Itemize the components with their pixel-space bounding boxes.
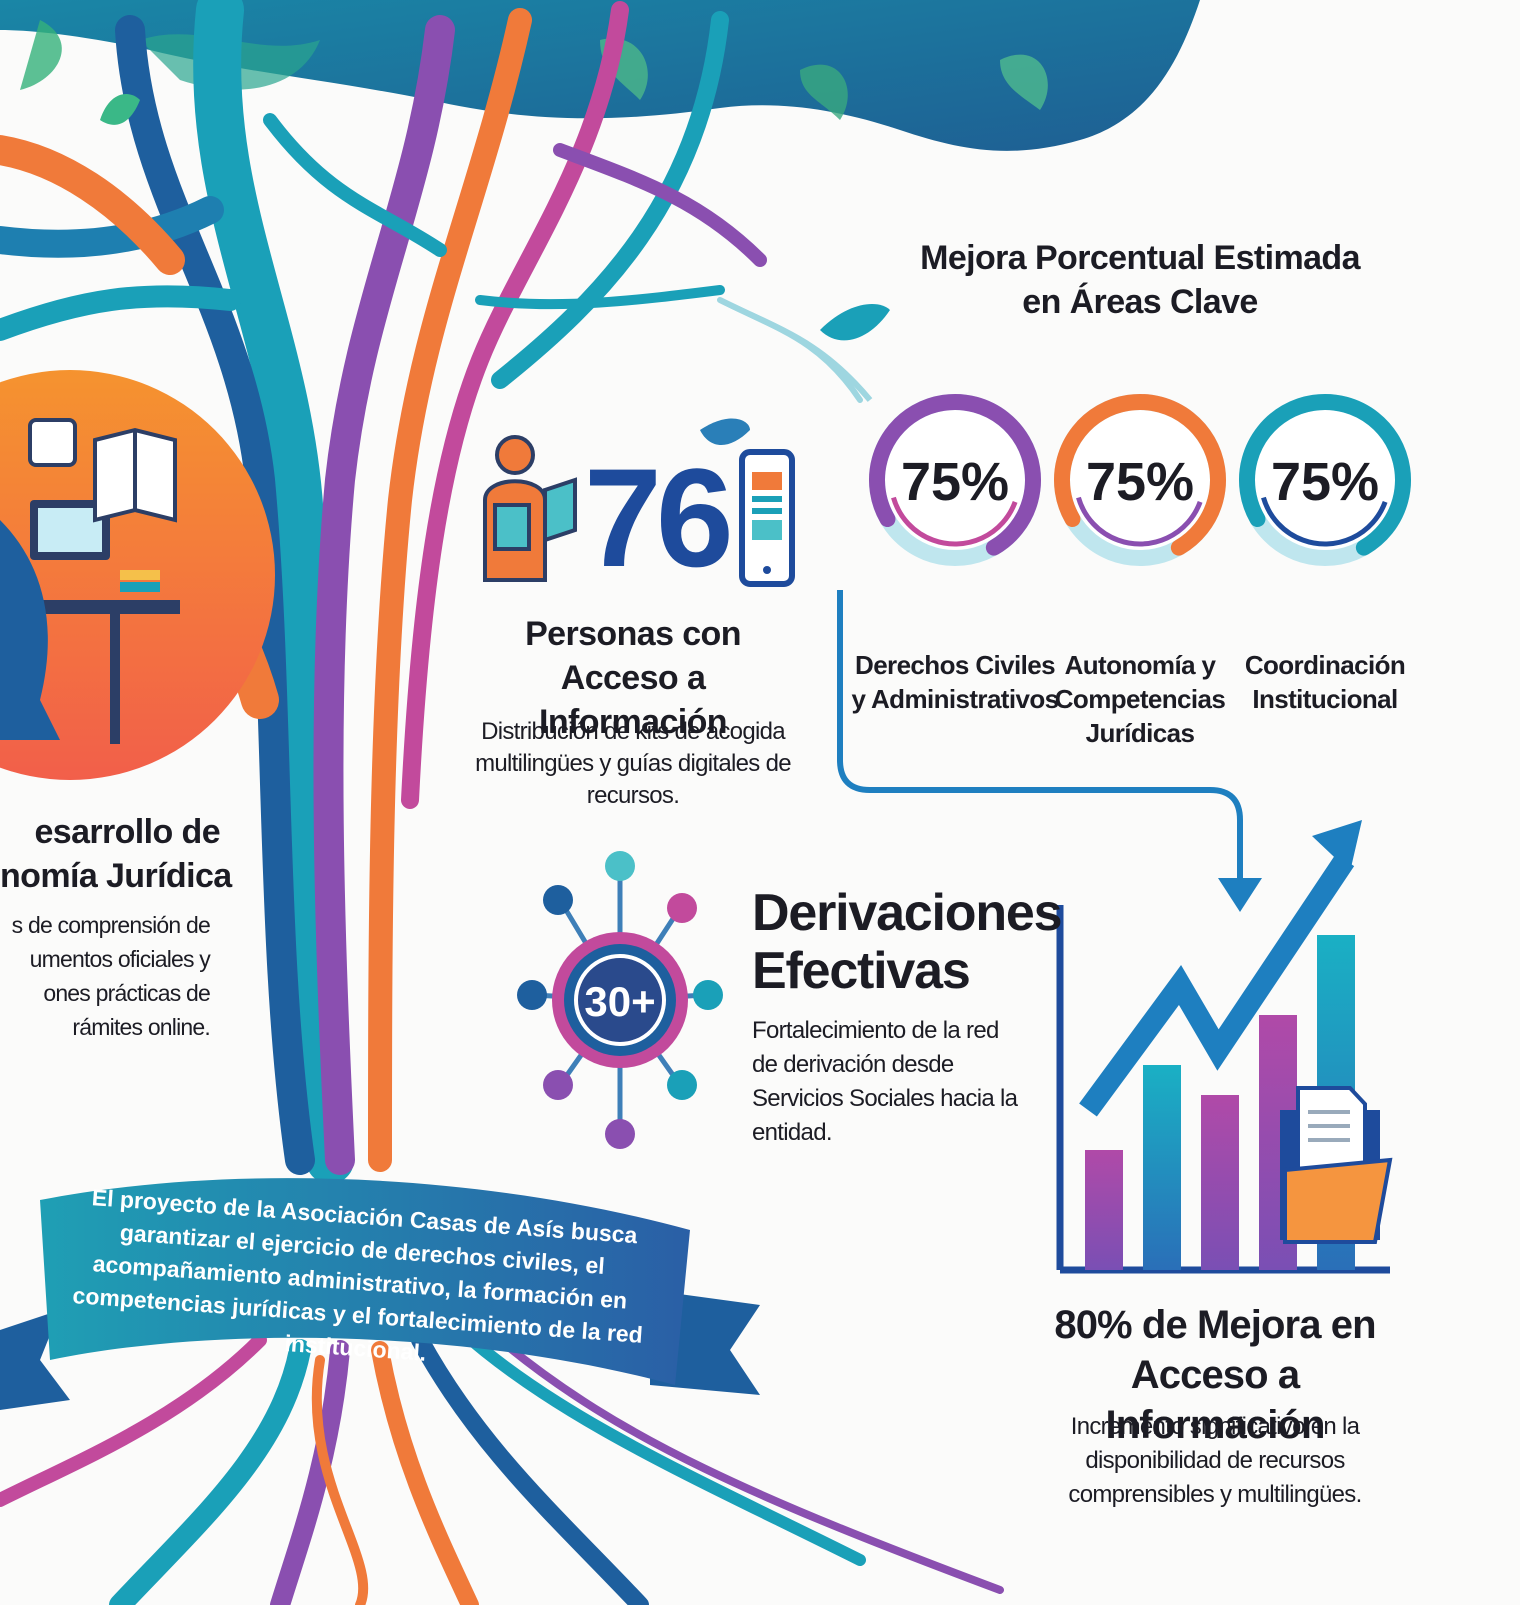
network-badge-text: 30+ — [584, 978, 655, 1025]
legal-autonomy-title-line: nomía Jurídica — [0, 857, 232, 895]
tree-roots — [0, 1324, 1004, 1605]
study-illustration — [0, 370, 275, 780]
ring-value: 75% — [1271, 452, 1379, 512]
legal-autonomy-description: s de comprensión de umentos oficiales y … — [0, 908, 211, 1044]
legal-autonomy-title: esarrollo de nomía Jurídica — [0, 810, 232, 898]
tree-leaves — [100, 94, 890, 445]
folder-icon — [1280, 1086, 1393, 1244]
info-improvement-description: Incremento significativo en la disponibi… — [1068, 1413, 1362, 1508]
ring-progress — [1053, 394, 1226, 566]
areas-title: Mejora Porcentual Estimada en Áreas Clav… — [920, 239, 1360, 321]
ring-progress — [1239, 394, 1411, 566]
referrals-description: Fortalecimiento de la red de derivación … — [752, 1017, 1018, 1146]
legal-autonomy-description-line: rámites online. — [72, 1014, 210, 1040]
access-people-number: 76 — [584, 439, 734, 596]
access-people-title: Personas con Acceso a Información — [525, 615, 741, 741]
reader-icon — [483, 435, 577, 582]
legal-autonomy-description-line: umentos oficiales y — [29, 946, 211, 972]
legal-autonomy-description-line: s de comprensión de — [11, 912, 211, 938]
connector-line — [837, 590, 1243, 880]
phone-icon — [739, 449, 795, 587]
access-people-description: Distribución de kits de acogida multilin… — [475, 718, 791, 809]
ring-progress — [869, 394, 1041, 566]
referrals-title: Derivaciones Efectivas — [752, 884, 1063, 1000]
legal-autonomy-description-line: ones prácticas de — [43, 980, 210, 1006]
connector-arrow-icon — [1218, 878, 1262, 912]
percentage-rings: 75% 75% 75% — [869, 394, 1411, 566]
ring-label-legal-autonomy: Autonomía y Competencias Jurídicas — [1054, 650, 1226, 748]
growth-chart-icon — [1056, 820, 1390, 1274]
ring-value: 75% — [1086, 452, 1194, 512]
connector-branch — [718, 297, 873, 402]
project-banner — [0, 1178, 760, 1410]
ring-label-civil-rights: Derechos Civiles y Administrativos — [851, 650, 1059, 714]
ring-value: 75% — [901, 452, 1009, 512]
info-improvement-title: 80% de Mejora en Acceso a Información — [1054, 1303, 1376, 1447]
ring-label-institutional-coordination: Coordinación Institucional — [1244, 650, 1406, 714]
network-icon — [517, 851, 723, 1149]
legal-autonomy-title-line: esarrollo de — [34, 813, 220, 851]
ring-accent — [888, 413, 1022, 547]
